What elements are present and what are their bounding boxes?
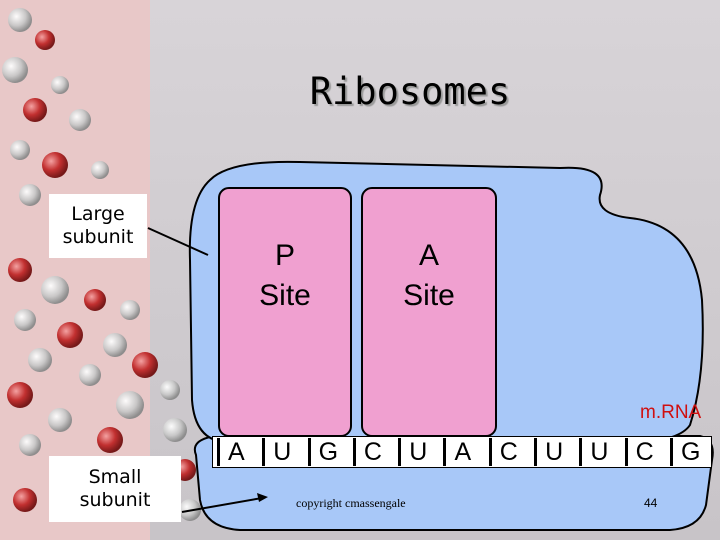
p-site-label: P Site [219, 236, 351, 316]
a-site-letter: A [418, 239, 439, 272]
slide-title: Ribosomes [309, 70, 511, 113]
small-subunit-arrowhead [257, 493, 268, 502]
small-subunit-label: Small subunit [49, 456, 181, 522]
mrna-base: C [488, 438, 526, 466]
copyright-text: copyright cmassengale [296, 496, 406, 510]
mrna-base: U [534, 438, 571, 466]
mrna-base: G [669, 438, 707, 466]
large-subunit-pointer [147, 227, 209, 256]
mrna-base: A [443, 438, 480, 466]
mrna-label: m.RNA [640, 402, 702, 423]
mrna-base: A [217, 438, 254, 466]
mrna-base: U [579, 438, 616, 466]
small-subunit-label-text: Small subunit [79, 466, 151, 511]
large-subunit-label-text: Large subunit [62, 203, 134, 248]
page-number: 44 [644, 496, 658, 510]
mrna-base: C [624, 438, 662, 466]
a-site-label: A Site [362, 236, 496, 316]
mrna-base: C [352, 438, 390, 466]
p-site-word: Site [259, 279, 311, 312]
mrna-base: G [307, 438, 345, 466]
small-subunit-pointer [181, 497, 263, 513]
mrna-base: U [262, 438, 299, 466]
p-site-letter: P [274, 239, 295, 272]
mrna-base: U [398, 438, 435, 466]
large-subunit-label: Large subunit [49, 194, 147, 258]
molecule-decoration [2, 8, 214, 521]
a-site-word: Site [403, 279, 455, 312]
